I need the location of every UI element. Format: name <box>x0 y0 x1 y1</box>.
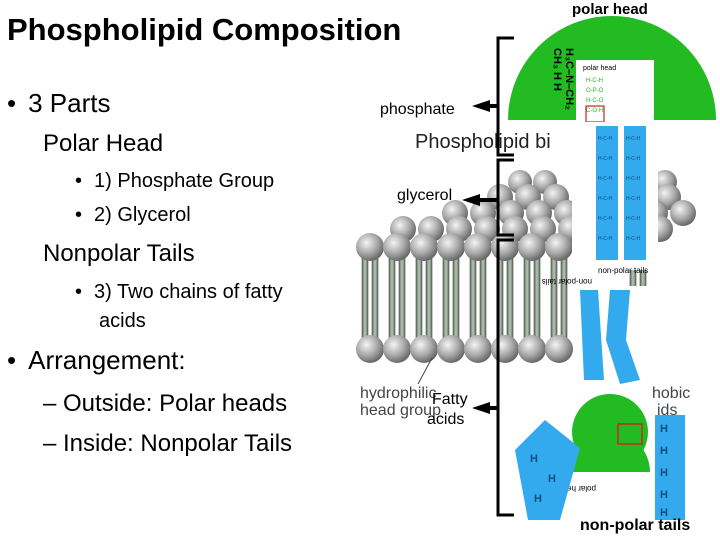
head-group-label: head group <box>360 402 441 419</box>
svg-text:H: H <box>660 467 668 479</box>
glycerol-callout: glycerol <box>397 187 453 204</box>
svg-text:H: H <box>660 489 668 501</box>
glycerol-bracket <box>496 158 514 237</box>
svg-text:H: H <box>530 453 538 465</box>
svg-text:H-C-H: H-C-H <box>626 236 641 242</box>
polar-head-mirror-label: polar head <box>558 484 596 493</box>
blue-tails-diagram: H-C-H H-C-H H-C-H H-C-H H-C-H H-C-H H-C-H H-C-… <box>542 122 658 396</box>
svg-text:H-C-H: H-C-H <box>598 236 613 242</box>
arrows <box>462 100 498 414</box>
svg-text:H-C-H: H-C-H <box>626 196 641 202</box>
bullet-fatty-acids-cont: acids <box>99 310 146 332</box>
svg-text:C-O-H: C-O-H <box>586 108 603 114</box>
svg-text:H-C-O: H-C-O <box>586 98 604 104</box>
svg-text:H-C-H: H-C-H <box>598 216 613 222</box>
hydrophobic-ids-label: ids <box>657 402 677 419</box>
inner-polar-head-label: polar head <box>583 65 616 72</box>
polar-head-label: polar head <box>572 1 648 18</box>
phosphate-callout: phosphate <box>380 101 455 118</box>
svg-text:H₃C–N–CH₂: H₃C–N–CH₂ <box>563 48 575 110</box>
svg-text:H: H <box>660 423 668 435</box>
bullet-phosphate-group-text: 1) Phosphate Group <box>94 170 275 192</box>
polar-head-diagram: polar head H-C-H O-P-O H-C-O C-O-H H₃C–N–CH… <box>415 1 716 153</box>
lower-highlight-box <box>617 423 643 445</box>
svg-text:H: H <box>548 473 556 485</box>
phosphate-bracket <box>496 36 514 157</box>
bullet-fatty-acids-text: 3) Two chains of fatty <box>94 281 283 303</box>
fatty-acids-callout-line2: acids <box>427 411 465 428</box>
svg-text:H: H <box>534 493 542 505</box>
phosphate-arrow-icon <box>472 100 490 112</box>
non-polar-tails-label: non-polar tails <box>580 517 690 534</box>
brackets <box>496 36 514 517</box>
svg-text:CH₃ H H: CH₃ H H <box>551 48 563 91</box>
slide-title: Phospholipid Composition <box>7 12 402 47</box>
bullet-fatty-acids: • 3) Two chains of fatty <box>75 281 283 304</box>
svg-text:H-C-H: H-C-H <box>626 176 641 182</box>
svg-text:H-C-H: H-C-H <box>586 78 603 84</box>
bullet-outside: – Outside: Polar heads <box>43 390 288 417</box>
bullet-phosphate-group: • 1) Phosphate Group <box>75 170 274 193</box>
bullet-dot-icon: • <box>75 281 83 303</box>
svg-text:H: H <box>660 507 668 519</box>
bullet-dot-icon: • <box>75 204 83 226</box>
bullet-nonpolar-tails: Nonpolar Tails <box>43 240 195 267</box>
svg-text:H-C-H: H-C-H <box>598 156 613 162</box>
svg-text:H: H <box>660 445 668 457</box>
hydrophilic-label: hydrophilic <box>360 385 436 402</box>
svg-text:H-C-H: H-C-H <box>598 196 613 202</box>
svg-text:H-C-H: H-C-H <box>598 136 613 142</box>
non-polar-tails-mirror-label: non-polar tails <box>542 277 592 286</box>
fatty-acids-callout-line1: Fatty <box>432 391 468 408</box>
glycerol-arrow-icon <box>462 194 480 206</box>
fatty-acids-arrow-icon <box>472 402 490 414</box>
bullet-parts: • 3 Parts <box>7 88 110 119</box>
non-polar-tails-small-label: non-polar tails <box>598 266 648 275</box>
hydrophilic-pointer <box>417 357 433 385</box>
svg-text:H-C-H: H-C-H <box>598 176 613 182</box>
bullet-parts-text: 3 Parts <box>28 88 111 118</box>
bullet-glycerol-text: 2) Glycerol <box>94 204 191 226</box>
bullet-dot-icon: • <box>7 88 17 118</box>
bullet-glycerol: • 2) Glycerol <box>75 204 191 227</box>
bilayer-title: Phospholipid bi <box>415 131 551 153</box>
bullet-inside: – Inside: Nonpolar Tails <box>43 430 293 457</box>
bullet-dot-icon: • <box>7 345 17 375</box>
fatty-acids-bracket <box>496 238 514 517</box>
bullet-dot-icon: • <box>75 170 83 192</box>
bullet-arrangement: • Arrangement: <box>7 345 186 376</box>
svg-text:O-P-O: O-P-O <box>586 88 604 94</box>
bullet-arrangement-text: Arrangement: <box>28 345 186 375</box>
svg-text:H-C-H: H-C-H <box>626 156 641 162</box>
bullet-polar-head: Polar Head <box>43 130 164 157</box>
svg-text:H-C-H: H-C-H <box>626 136 641 142</box>
svg-text:H-C-H: H-C-H <box>626 216 641 222</box>
hydrophobic-label: hobic <box>652 385 690 402</box>
